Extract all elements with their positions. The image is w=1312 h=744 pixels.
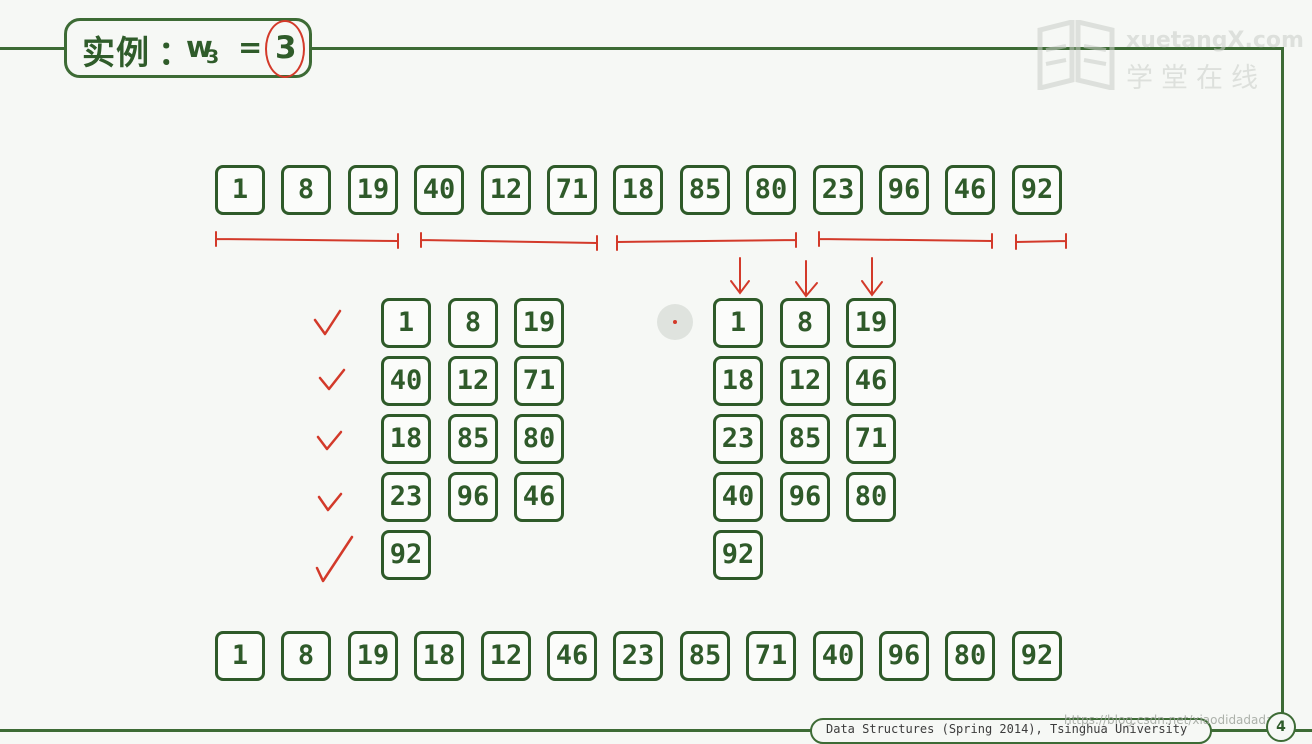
matrix-before-cell: 1 (381, 298, 431, 348)
matrix-before-cell: 96 (448, 472, 498, 522)
output-sequence-cell: 12 (481, 631, 531, 681)
matrix-before-cell: 46 (514, 472, 564, 522)
output-sequence-cell: 71 (746, 631, 796, 681)
check-mark-row-1 (313, 309, 342, 336)
matrix-before-cell: 40 (381, 356, 431, 406)
input-sequence-cell: 96 (879, 165, 929, 215)
title-label: 实例 (82, 33, 150, 72)
input-sequence-cell: 80 (746, 165, 796, 215)
input-sequence-cell: 23 (813, 165, 863, 215)
output-sequence-cell: 8 (281, 631, 331, 681)
output-sequence-cell: 1 (215, 631, 265, 681)
down-arrow-col2 (795, 260, 818, 298)
title-subscript: 3 (206, 46, 220, 68)
matrix-before-cell: 71 (514, 356, 564, 406)
matrix-after-cell: 85 (780, 414, 830, 464)
matrix-after-cell: 18 (713, 356, 763, 406)
output-sequence-cell: 19 (348, 631, 398, 681)
matrix-before-cell: 92 (381, 530, 431, 580)
output-sequence-cell: 23 (613, 631, 663, 681)
title-colon: ： (158, 33, 191, 72)
matrix-before-cell: 18 (381, 414, 431, 464)
output-sequence-cell: 80 (945, 631, 995, 681)
input-sequence-cell: 85 (680, 165, 730, 215)
check-mark-row-2 (318, 368, 346, 391)
input-sequence-cell: 40 (414, 165, 464, 215)
group-bracket-4 (818, 231, 993, 249)
group-bracket-1 (215, 231, 399, 249)
input-sequence-cell: 18 (613, 165, 663, 215)
input-sequence-cell: 46 (945, 165, 995, 215)
watermark-text-en: xuetangX.com (1126, 28, 1304, 53)
matrix-before-cell: 19 (514, 298, 564, 348)
matrix-before-cell: 80 (514, 414, 564, 464)
output-sequence-cell: 46 (547, 631, 597, 681)
output-sequence-cell: 85 (680, 631, 730, 681)
matrix-after-cell: 8 (780, 298, 830, 348)
title-equals: = (238, 30, 263, 64)
mouse-pointer-highlight (657, 304, 693, 340)
down-arrow-col1 (730, 257, 750, 295)
watermark: xuetangX.com 学堂在线 (1034, 20, 1304, 94)
footer-course-text: Data Structures (Spring 2014), Tsinghua … (826, 722, 1188, 736)
input-sequence-cell: 92 (1012, 165, 1062, 215)
matrix-after-cell: 40 (713, 472, 763, 522)
page-number: 4 (1266, 712, 1296, 742)
output-sequence-cell: 40 (813, 631, 863, 681)
down-arrow-col3 (861, 257, 883, 297)
slide-frame-bottom (0, 729, 1312, 732)
matrix-after-cell: 80 (846, 472, 896, 522)
matrix-before-cell: 85 (448, 414, 498, 464)
footer-pill (810, 718, 1212, 744)
group-bracket-5 (1015, 233, 1067, 250)
group-bracket-3 (616, 232, 797, 251)
matrix-after-cell: 96 (780, 472, 830, 522)
watermark-text-cn: 学堂在线 (1126, 63, 1266, 94)
check-mark-row-5 (315, 535, 354, 583)
book-logo-icon (1037, 20, 1115, 90)
matrix-before-cell: 12 (448, 356, 498, 406)
input-sequence-cell: 8 (281, 165, 331, 215)
matrix-after-cell: 92 (713, 530, 763, 580)
matrix-after-cell: 1 (713, 298, 763, 348)
check-mark-row-4 (317, 492, 343, 512)
matrix-after-cell: 46 (846, 356, 896, 406)
matrix-after-cell: 23 (713, 414, 763, 464)
output-sequence-cell: 18 (414, 631, 464, 681)
footer-watermark-url: https://blog.csdn.net/xiaodidadada (1064, 713, 1274, 727)
matrix-after-cell: 12 (780, 356, 830, 406)
output-sequence-cell: 92 (1012, 631, 1062, 681)
slide-frame-right (1281, 47, 1284, 713)
input-sequence-cell: 19 (348, 165, 398, 215)
matrix-before-cell: 8 (448, 298, 498, 348)
title-variable: w (186, 30, 213, 64)
slide-frame-top (0, 47, 1284, 50)
check-mark-row-3 (316, 430, 343, 451)
matrix-after-cell: 71 (846, 414, 896, 464)
value-circle-annotation (265, 20, 305, 78)
matrix-before-cell: 23 (381, 472, 431, 522)
group-bracket-2 (420, 232, 598, 251)
matrix-after-cell: 19 (846, 298, 896, 348)
input-sequence-cell: 1 (215, 165, 265, 215)
output-sequence-cell: 96 (879, 631, 929, 681)
input-sequence-cell: 71 (547, 165, 597, 215)
input-sequence-cell: 12 (481, 165, 531, 215)
